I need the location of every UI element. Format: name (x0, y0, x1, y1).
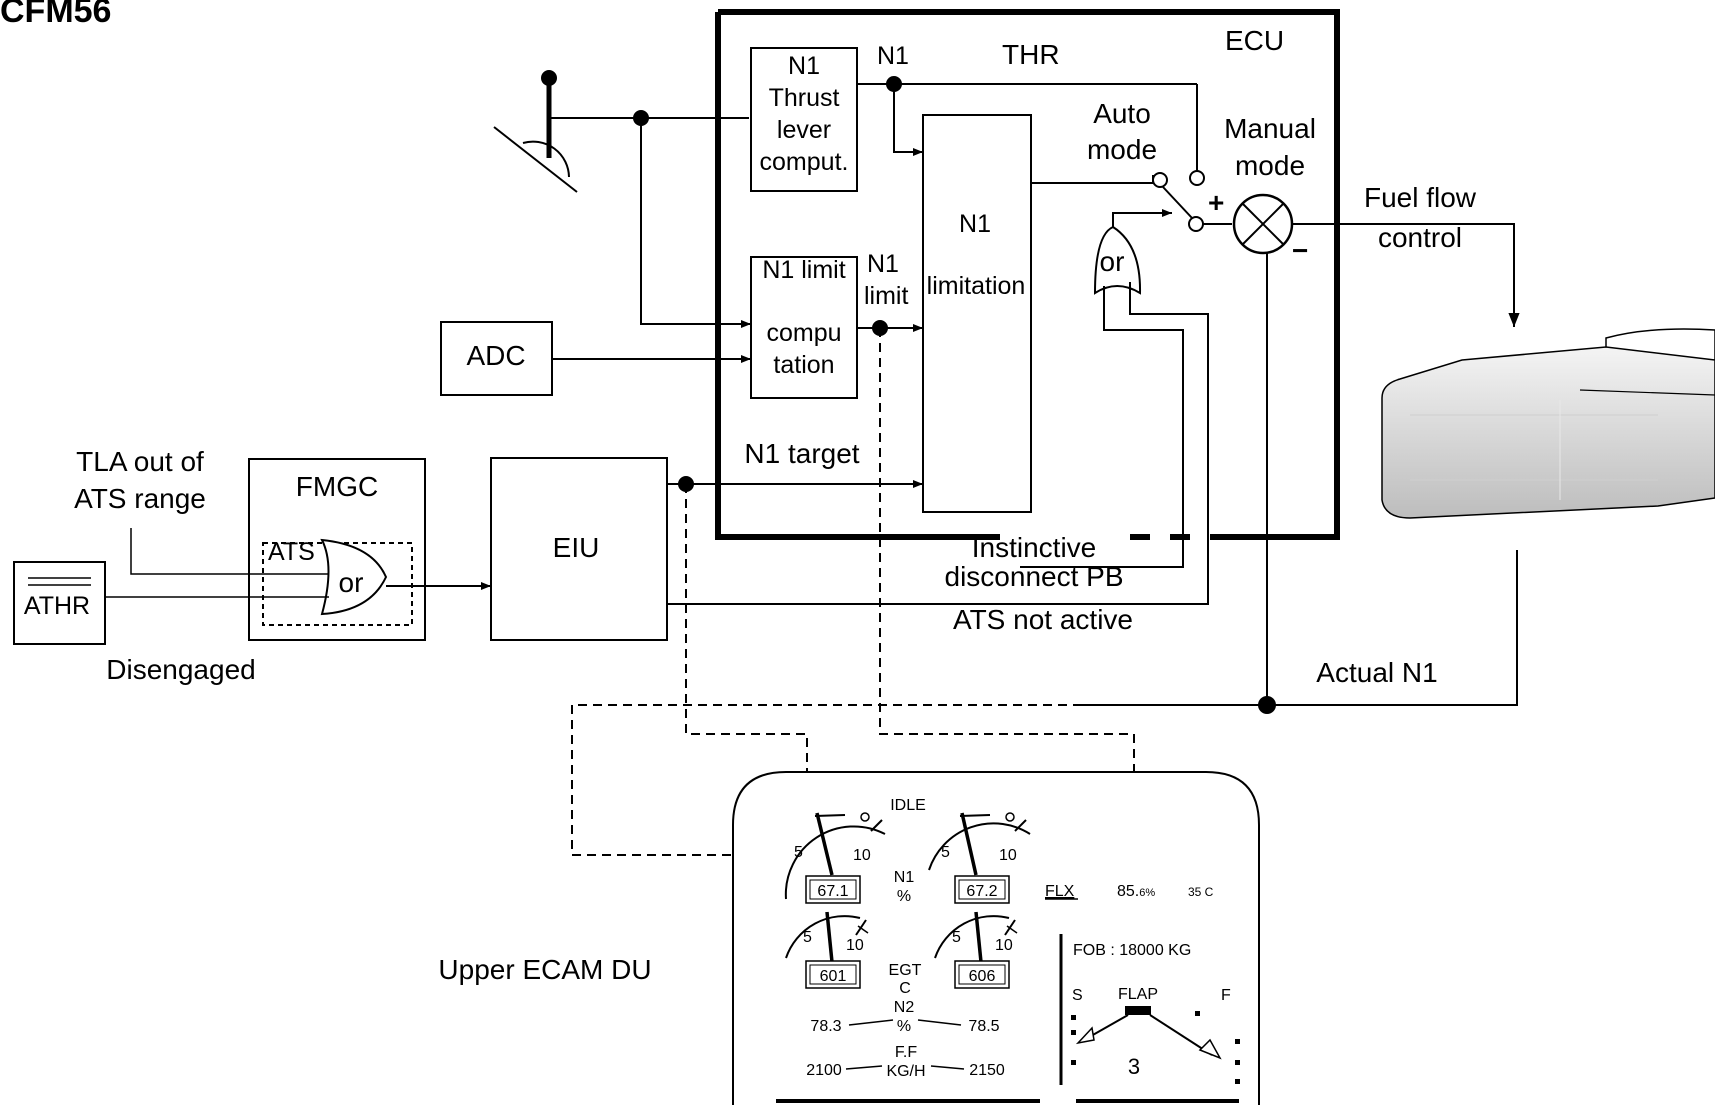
ff-label-2: KG/H (886, 1063, 925, 1080)
svg-text:10: 10 (846, 937, 864, 954)
svg-text:5: 5 (794, 844, 803, 861)
auto-mode-label-1: Auto (1093, 98, 1151, 129)
flap-position-value: 3 (1128, 1054, 1140, 1079)
svg-text:Thrust: Thrust (769, 84, 840, 112)
svg-text:N1: N1 (788, 52, 820, 80)
svg-text:5: 5 (803, 929, 812, 946)
svg-text:ADC: ADC (466, 340, 525, 371)
n1-gauge-right: 5 10 67.2 (928, 812, 1031, 904)
svg-text:N1 limit: N1 limit (762, 256, 845, 284)
manual-mode-label-2: mode (1235, 150, 1305, 181)
minus-sign: − (1292, 235, 1308, 266)
ff-label-1: F.F (895, 1044, 917, 1061)
egt-unit-label-1: EGT (889, 962, 922, 979)
svg-text:or: or (1100, 246, 1125, 277)
fob-label: FOB : 18000 KG (1073, 942, 1191, 959)
flap-f-label: F (1221, 987, 1231, 1004)
idle-label: IDLE (890, 797, 926, 814)
ecu-frame: ECU (715, 9, 1340, 540)
n1-target-label: N1 target (744, 438, 859, 469)
ecu-or-gate: or (1093, 225, 1142, 295)
flx-mode-label: FLX (1045, 883, 1075, 900)
mode-switch (1152, 170, 1205, 232)
n1-limit-out-label-2: limit (864, 282, 908, 310)
instinctive-label-1: Instinctive (972, 532, 1097, 563)
upper-ecam-display: IDLE 5 10 67.1 N1 % 5 10 67.2 (732, 771, 1260, 1105)
svg-text:N1: N1 (959, 210, 991, 238)
n1-gauge-left: 5 10 67.1 (784, 812, 886, 904)
fuel-flow-label-2: control (1378, 222, 1462, 253)
fmgc-or-label: or (339, 567, 364, 598)
flap-label: FLAP (1118, 986, 1158, 1003)
egt-left-value: 601 (820, 968, 847, 985)
manual-mode-label-1: Manual (1224, 113, 1316, 144)
diagram-title: CFM56 (0, 0, 111, 30)
egt-gauge-right: 5 10 606 (934, 911, 1018, 989)
flx-temp: 35 C (1188, 885, 1214, 899)
svg-text:5: 5 (941, 844, 950, 861)
n1-right-value: 67.2 (966, 883, 997, 900)
egt-unit-label-2: C (899, 980, 911, 997)
svg-text:lever: lever (777, 116, 831, 144)
plus-sign: + (1208, 187, 1224, 218)
fuel-flow-label-1: Fuel flow (1364, 182, 1477, 213)
n1-limit-out-label-1: N1 (867, 250, 899, 278)
eiu-block: EIU (490, 457, 668, 641)
n2-label-2: % (897, 1018, 911, 1035)
engine-icon (1381, 328, 1715, 519)
svg-text:10: 10 (999, 847, 1017, 864)
upper-ecam-label: Upper ECAM DU (438, 954, 651, 985)
flap-s-label: S (1072, 987, 1083, 1004)
tla-label-1: TLA out of (76, 446, 204, 477)
n1-limit-computation-block: N1 limit compu tation (750, 256, 858, 399)
ff-left-value: 2100 (806, 1062, 842, 1079)
svg-text:ATHR: ATHR (24, 592, 90, 620)
svg-text:10: 10 (853, 847, 871, 864)
n1-unit-label-1: N1 (894, 869, 915, 886)
svg-text:FMGC: FMGC (296, 471, 378, 502)
n1-limitation-block: N1 limitation (922, 114, 1032, 513)
thrust-lever-computation-block: N1 Thrust lever comput. (750, 47, 858, 192)
disengaged-label: Disengaged (106, 654, 255, 685)
fmgc-block: FMGC ATS or (248, 458, 426, 641)
n2-left-value: 78.3 (810, 1018, 841, 1035)
adc-block: ADC (440, 321, 553, 396)
svg-text:tation: tation (773, 351, 834, 379)
n2-label-1: N2 (894, 999, 915, 1016)
egt-right-value: 606 (969, 968, 996, 985)
svg-text:limitation: limitation (927, 272, 1026, 300)
tla-label-2: ATS range (74, 483, 206, 514)
n1-left-value: 67.1 (817, 883, 848, 900)
instinctive-label-2: disconnect PB (945, 561, 1124, 592)
n1-output-label: N1 (877, 42, 909, 70)
auto-mode-label-2: mode (1087, 134, 1157, 165)
svg-text:comput.: comput. (760, 148, 849, 176)
thrust-lever-icon (493, 70, 578, 193)
n2-right-value: 78.5 (968, 1018, 999, 1035)
svg-text:10: 10 (995, 937, 1013, 954)
egt-gauge-left: 5 10 601 (785, 911, 869, 989)
ecu-label: ECU (1225, 25, 1284, 56)
athr-pushbutton: ATHR (13, 561, 106, 645)
svg-text:EIU: EIU (553, 532, 600, 563)
flx-value: 85.6% (1117, 883, 1155, 900)
ats-label: ATS (268, 538, 315, 566)
flap-indicator (1071, 1006, 1240, 1084)
actual-n1-label: Actual N1 (1316, 657, 1437, 688)
svg-text:5: 5 (952, 929, 961, 946)
thr-label: THR (1002, 39, 1060, 70)
svg-text:compu: compu (766, 319, 841, 347)
summing-junction: + − (1208, 187, 1308, 266)
n1-unit-label-2: % (897, 888, 911, 905)
ats-not-active-label: ATS not active (953, 604, 1133, 635)
ff-right-value: 2150 (969, 1062, 1005, 1079)
